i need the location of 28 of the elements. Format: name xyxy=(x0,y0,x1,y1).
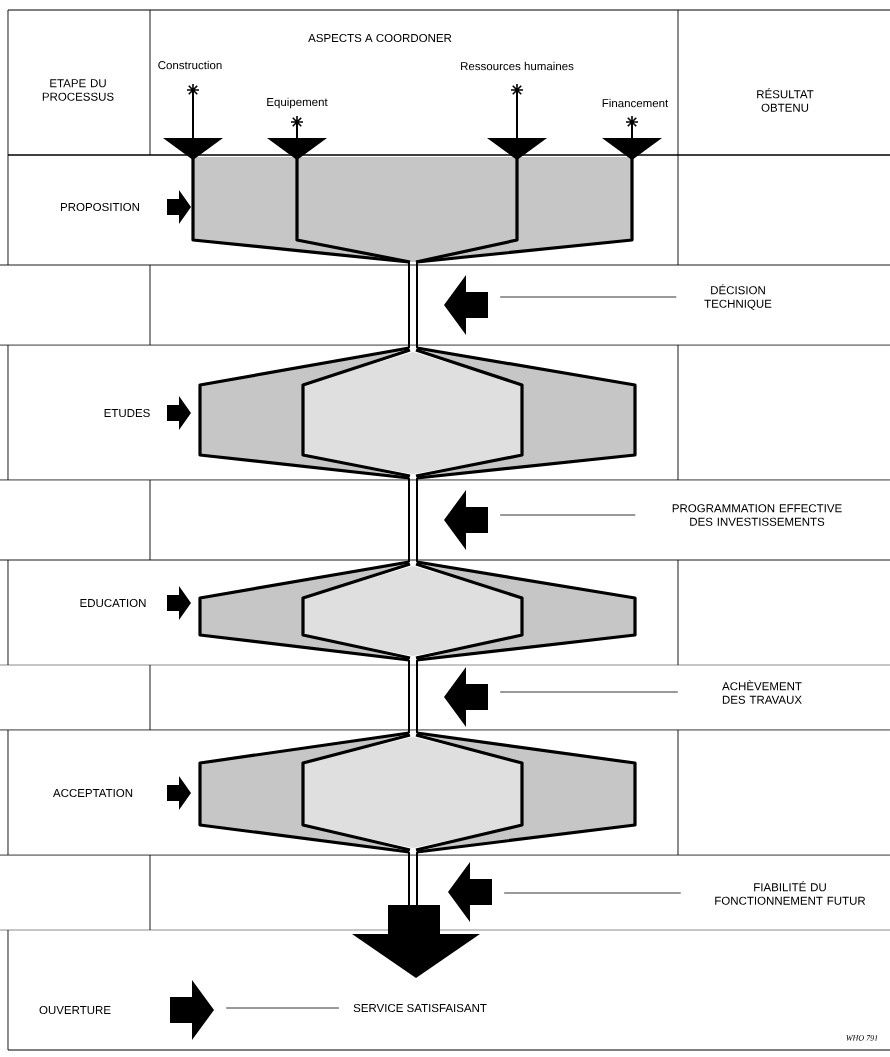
stage-label: ACCEPTATION xyxy=(53,788,133,798)
result-text: PROGRAMMATION EFFECTIVE DES INVESTISSEMENTS xyxy=(672,504,842,526)
block-arrow xyxy=(444,275,488,335)
column-heading: ASPECTS A COORDONER xyxy=(308,33,452,43)
stage-label: PROPOSITION xyxy=(61,202,139,212)
stage-label: ETUDES xyxy=(104,408,150,418)
column-heading: ETAPE DU PROCESSUS xyxy=(42,79,114,101)
aspect-label: Ressources humaines xyxy=(461,61,574,71)
leader-line xyxy=(499,296,677,298)
leader-line xyxy=(503,892,682,894)
stage-label: OUVERTURE xyxy=(39,1005,111,1015)
leader-line xyxy=(225,1007,340,1009)
aspect-label: Construction xyxy=(158,60,222,70)
figure-code: WHO 791 xyxy=(846,1035,878,1041)
block-arrow xyxy=(448,862,492,922)
result-text: SERVICE SATISFAISANT xyxy=(353,1003,487,1013)
aspect-label: Financement xyxy=(602,98,669,108)
block-arrow xyxy=(444,667,488,727)
leader-line xyxy=(499,691,679,693)
aspect-label: Equipement xyxy=(267,97,328,109)
leader-line xyxy=(499,514,636,516)
column-heading: RÉSULTAT OBTENU xyxy=(757,88,814,112)
result-text: DÉCISION TECHNIQUE xyxy=(704,284,772,310)
result-text: ACHÈVEMENT DES TRAVAUX xyxy=(722,680,802,704)
result-text: FIABILITÉ DU FONCTIONNEMENT FUTUR xyxy=(715,881,866,905)
block-arrow xyxy=(444,490,488,550)
stage-label: EDUCATION xyxy=(80,598,146,608)
block-arrow xyxy=(170,980,214,1040)
